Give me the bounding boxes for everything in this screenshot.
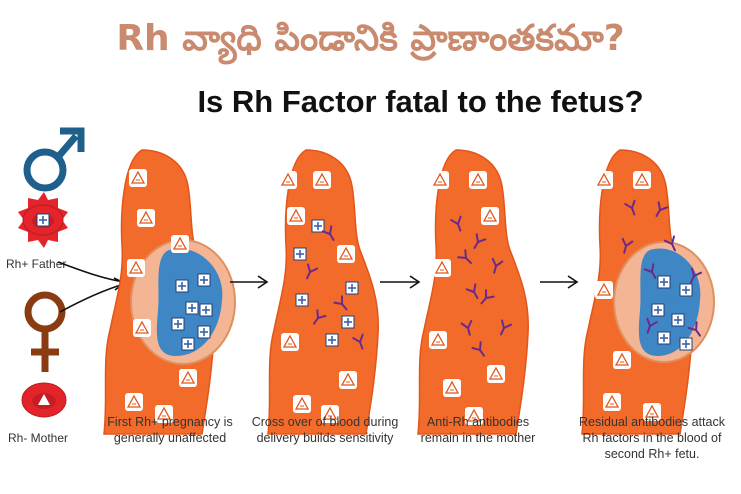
- stage-2-body: [267, 149, 380, 435]
- female-symbol-icon: [24, 291, 66, 372]
- stage-2-caption-line-1: Cross over of blood during: [252, 415, 399, 429]
- stage-1-caption-line-2: generally unaffected: [114, 431, 226, 445]
- father-label: Rh+ Father: [6, 257, 66, 271]
- stage-4-caption-line-3: second Rh+ fetu.: [605, 447, 700, 461]
- stage-3-caption-line-1: Anti-Rh antibodies: [427, 415, 529, 429]
- title-english: Is Rh Factor fatal to the fetus?: [197, 84, 644, 119]
- male-symbol-icon: [23, 127, 85, 192]
- stage-1-body: [103, 149, 236, 435]
- rh-negative-blood-cell-icon: [21, 382, 67, 418]
- stage-1-caption-line-1: First Rh+ pregnancy is: [107, 415, 232, 429]
- stage-4-caption-line-2: Rh factors in the blood of: [583, 431, 722, 445]
- stage-3-caption-line-2: remain in the mother: [421, 431, 536, 445]
- arrow-1: [230, 275, 269, 289]
- title-telugu: Rh వ్యాధి పిండానికి ప్రాణాంతకమా?: [116, 18, 625, 59]
- mother-label: Rh- Mother: [8, 431, 68, 445]
- stage-2-caption-line-2: delivery builds sensitivity: [257, 431, 395, 445]
- parents-arrows: [57, 261, 126, 313]
- rh-positive-blood-cell-icon: [18, 192, 68, 248]
- stage-3-body: [417, 149, 530, 435]
- stage-4-body: [581, 149, 715, 435]
- arrow-3: [540, 275, 579, 289]
- stage-4-caption-line-1: Residual antibodies attack: [579, 415, 726, 429]
- arrow-2: [380, 275, 421, 289]
